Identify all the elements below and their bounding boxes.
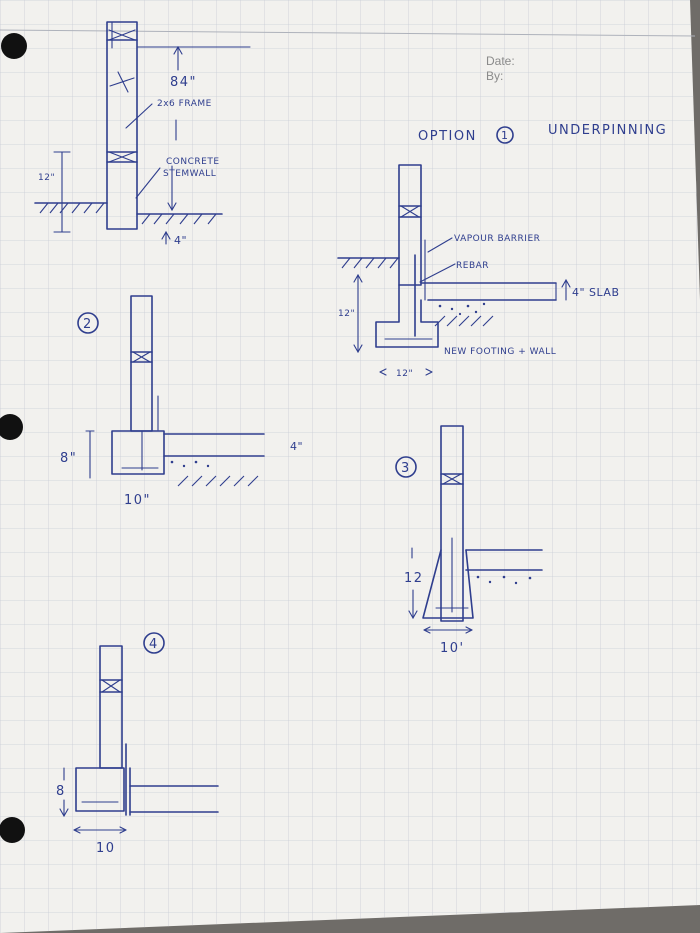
option2-dim-width: 10": [124, 493, 151, 508]
option4-section: [59, 645, 219, 834]
option2-dim-slab: 4": [290, 440, 303, 453]
option3-dim-height: 12: [404, 571, 424, 586]
by-label: By:: [486, 69, 503, 83]
binder-hole-top: [1, 33, 27, 59]
existing-dim-top: 84": [170, 75, 197, 90]
option1-section: [337, 164, 571, 376]
footing-label: NEW FOOTING + WALL: [444, 347, 556, 357]
option1-dim-height: 12": [338, 309, 355, 319]
option3-number-circle: [395, 456, 417, 478]
rebar-label: REBAR: [456, 261, 489, 271]
option4-dim-height: 8: [56, 784, 66, 799]
slab-label: 4" SLAB: [572, 286, 620, 299]
option-number-circle: [496, 126, 514, 144]
option2-dim-height: 8": [60, 451, 77, 466]
existing-wall-section: [34, 21, 251, 245]
option2-number-circle: [77, 312, 99, 334]
option-title: OPTION: [418, 129, 477, 144]
option2-number: 2: [83, 317, 93, 332]
option2-section: [85, 295, 265, 487]
underpinning-title: UNDERPINNING: [548, 123, 667, 138]
top-margin-line: [0, 29, 696, 37]
option3-number: 3: [401, 461, 411, 476]
option1-dim-width: 12": [396, 369, 413, 379]
option4-number: 4: [149, 637, 159, 652]
binder-hole-middle: [0, 414, 23, 440]
option4-number-circle: [143, 632, 165, 654]
existing-dim-left: 12": [38, 173, 55, 183]
concrete-label: CONCRETE: [166, 157, 220, 167]
option3-section: [408, 425, 543, 634]
option4-dim-width: 10: [96, 841, 116, 856]
stemwall-label: STEMWALL: [163, 169, 216, 179]
option-number: 1: [501, 129, 509, 142]
date-label: Date:: [486, 54, 515, 68]
vapour-barrier-label: VAPOUR BARRIER: [454, 234, 540, 244]
frame-label: 2x6 FRAME: [157, 99, 212, 109]
existing-dim-bottom: 4": [174, 234, 187, 247]
binder-hole-bottom: [0, 817, 25, 843]
option3-dim-width: 10': [440, 641, 465, 656]
